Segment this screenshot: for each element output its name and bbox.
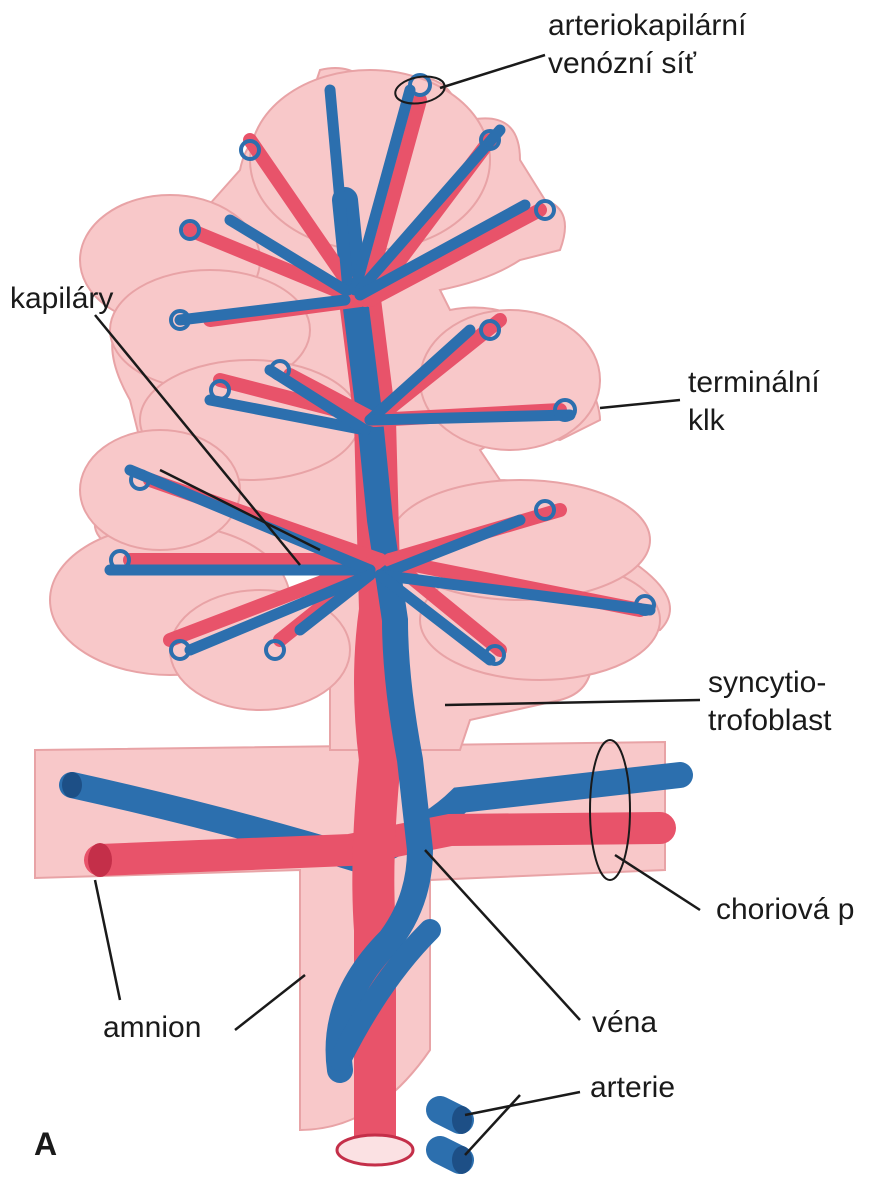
label-terminalni-line2: klk xyxy=(688,403,725,439)
leader-arterie-1 xyxy=(465,1092,580,1115)
leader-amnion-1 xyxy=(95,880,120,1000)
leader-terminalni xyxy=(600,400,680,408)
label-choriova: choriová p xyxy=(716,892,854,928)
label-syncytio-line2: trofoblast xyxy=(708,703,831,739)
leader-arterio xyxy=(440,55,545,88)
label-vena: véna xyxy=(592,1005,657,1041)
label-arteriokapilarni-line2: venózní síť xyxy=(548,46,696,82)
label-arterie: arterie xyxy=(590,1070,675,1106)
leader-amnion-2 xyxy=(235,975,305,1030)
label-amnion: amnion xyxy=(103,1010,201,1046)
leader-arterie-2 xyxy=(465,1095,520,1155)
label-arteriokapilarni-line1: arteriokapilární xyxy=(548,8,746,44)
label-terminalni-line1: terminální xyxy=(688,365,820,401)
label-kapilary: kapiláry xyxy=(10,281,113,317)
panel-label: A xyxy=(34,1126,57,1163)
label-syncytio-line1: syncytio- xyxy=(708,665,826,701)
